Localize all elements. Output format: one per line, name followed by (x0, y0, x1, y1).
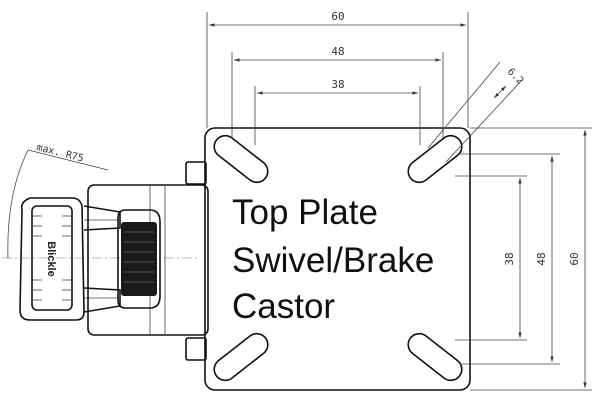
brake-pedal-ribs (32, 215, 72, 301)
nut-top (185, 161, 207, 185)
dim-hole-spacing-inner: 38 (331, 78, 344, 91)
radius-note: max. R75 (35, 142, 84, 164)
dim-hole-spacing-outer: 48 (331, 45, 344, 58)
slot-top-right (407, 134, 463, 184)
slot-bottom-right (407, 332, 463, 382)
nut-bottom (185, 337, 207, 361)
dim-vertical-inner: 38 (503, 252, 516, 265)
dim-overall-width: 60 (331, 10, 344, 23)
top-plate (204, 127, 471, 391)
slot-top-left (213, 134, 269, 184)
radius-arc (7, 149, 29, 259)
dim-overall-height: 60 (568, 252, 581, 265)
brake-arm-upper (83, 205, 121, 231)
brake-pedal-pad (31, 205, 73, 311)
brake-lever (117, 209, 161, 309)
caption-line-2: Swivel/Brake (232, 241, 434, 280)
slot-bottom-left (213, 332, 269, 382)
wheel-body (87, 184, 209, 336)
caption-line-1: Top Plate (232, 193, 378, 232)
brand-logo-text: Blickle (45, 241, 57, 276)
vertical-dimensions: 60 48 38 (455, 127, 592, 391)
brake-pedal-assembly: Blickle (19, 161, 209, 361)
brake-arm-lower (83, 287, 121, 313)
dim-slot-size: 6.2 (505, 66, 526, 87)
brake-lever-pad (121, 222, 157, 296)
horizontal-dimensions: 60 48 38 (206, 10, 469, 145)
bolt-slots (213, 134, 463, 382)
dim-vertical-outer: 48 (535, 252, 548, 265)
caption-line-3: Castor (232, 287, 335, 326)
